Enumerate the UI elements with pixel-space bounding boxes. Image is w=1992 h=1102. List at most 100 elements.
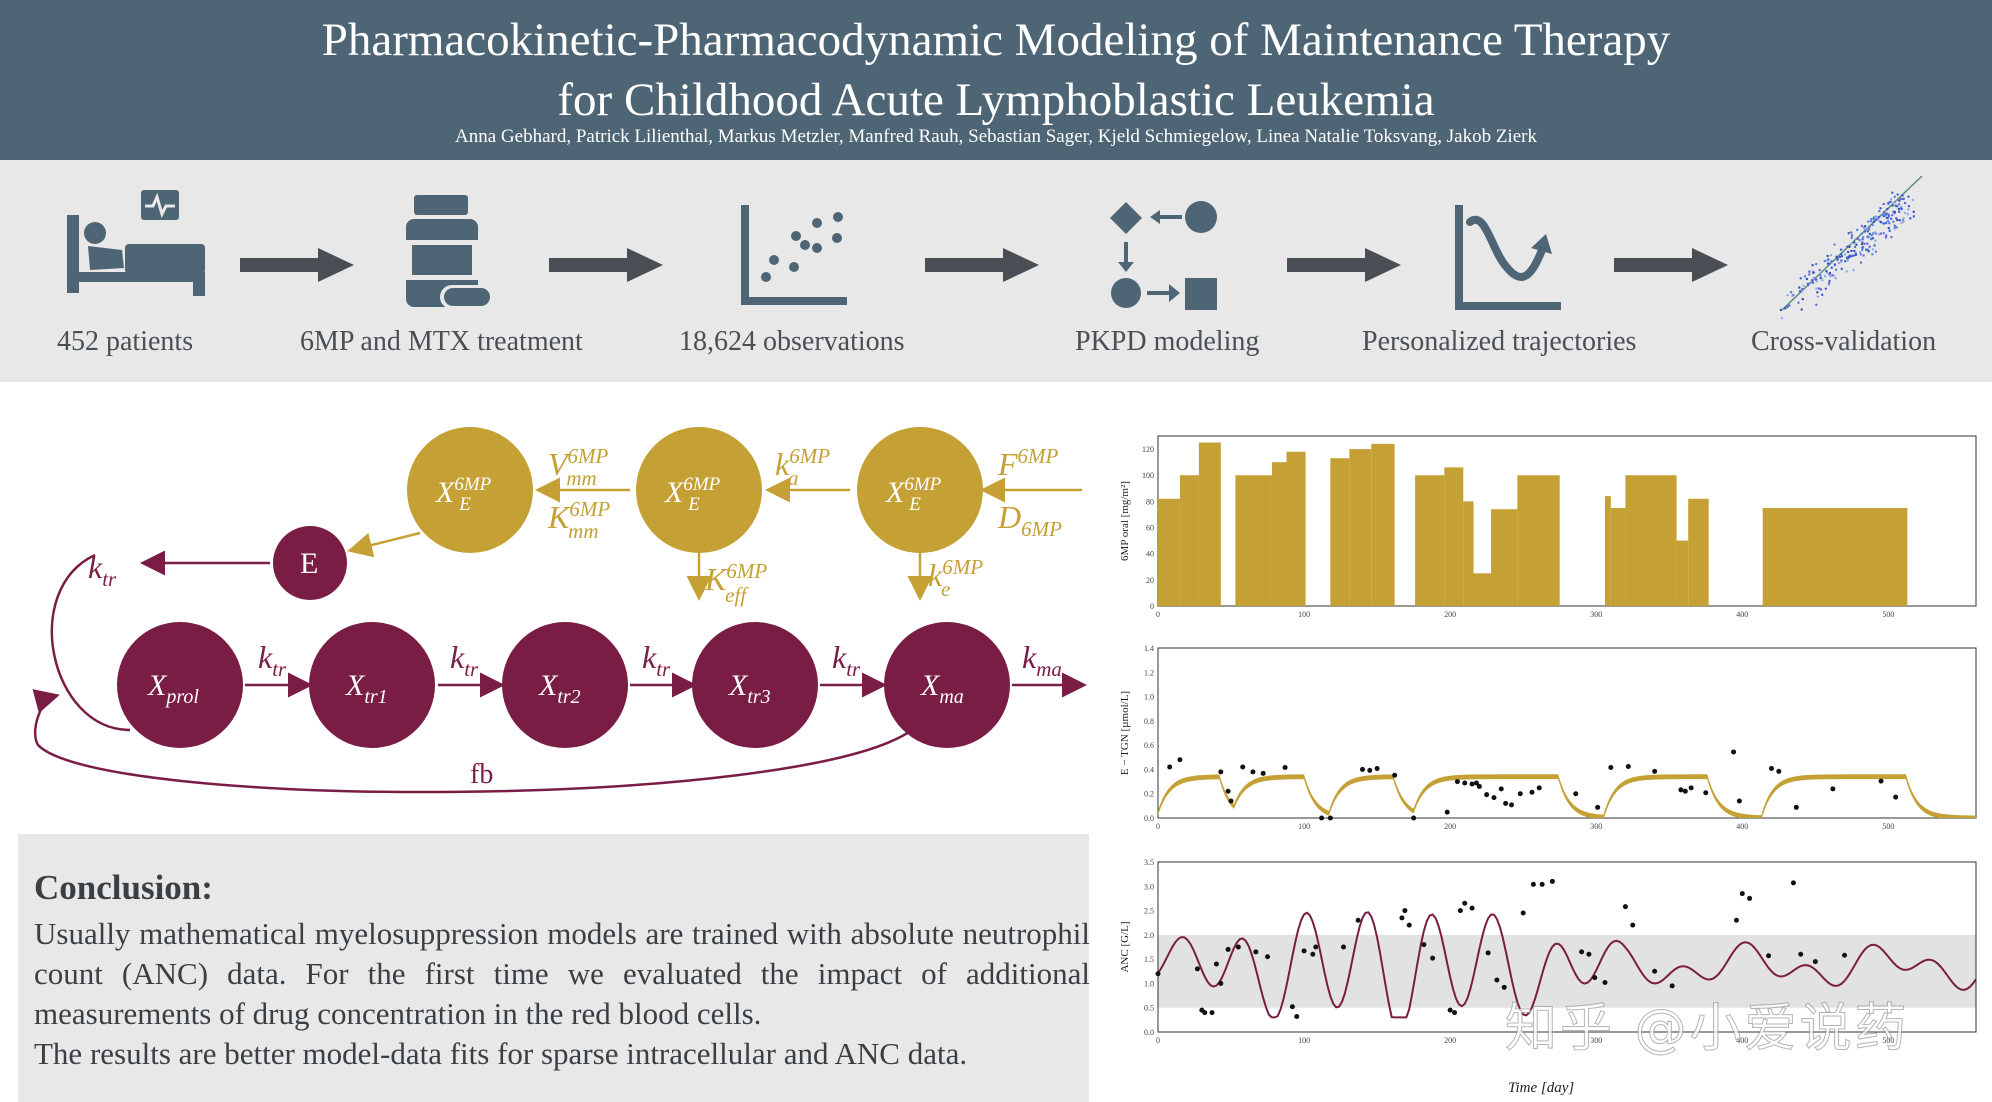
y-tick-label: 0.6 [1144,741,1154,750]
observation-point [1310,951,1316,957]
watermark: 知乎 @小爱说药 [1505,999,1910,1060]
cv-point [1788,304,1791,307]
cv-point [1885,212,1889,215]
cv-point [1828,279,1831,283]
cv-point [1907,208,1910,211]
x-tick-label: 0 [1156,822,1160,831]
observation-point [1476,783,1482,789]
observation-point [1798,951,1804,957]
cross-validation-scatter-icon [1779,175,1923,320]
cv-point [1859,261,1863,264]
cv-point [1846,245,1849,248]
cv-point [1898,199,1901,202]
node-prol-label: Xprol [147,669,199,708]
observation-point [1402,908,1408,914]
cv-point [1828,272,1831,276]
cv-point [1888,229,1891,232]
cv-point [1877,219,1880,222]
cv-point [1858,238,1861,242]
observation-point [1444,809,1450,815]
observation-point [1360,766,1365,772]
cv-point [1839,253,1843,256]
cv-point [1840,254,1844,258]
observation-point [1225,788,1231,794]
cv-point [1825,269,1828,273]
cv-point [1889,200,1892,204]
observation-point [1194,966,1200,972]
cv-point [1833,263,1836,266]
cv-point [1852,241,1856,244]
cv-point [1817,287,1821,290]
cv-point [1860,232,1863,236]
cv-point [1829,253,1833,257]
dose-bar [1286,451,1306,606]
observation-point [1608,764,1614,770]
conclusion-box: Conclusion: Usually mathematical myelosu… [18,834,1090,1102]
cv-point [1903,211,1907,215]
observation-point [1669,983,1675,989]
x-tick-label: 300 [1590,1036,1602,1045]
cv-point [1874,239,1877,242]
cv-point [1907,195,1910,198]
pk-node-3 [857,427,983,553]
dose-bar [1762,507,1908,606]
observation-point [1498,786,1504,792]
observation-point [1731,749,1737,755]
cv-point [1855,243,1858,246]
dose-bar [1415,475,1445,606]
medicine-bottle-icon [406,195,494,309]
cv-point [1878,215,1881,219]
observation-point [1573,791,1579,797]
dose-bar [1235,475,1272,606]
cv-point [1819,276,1823,280]
observation-point [1878,778,1884,784]
observation-point [1549,878,1555,884]
step-label-treatment: 6MP and MTX treatment [300,326,583,357]
observation-point [1462,780,1468,786]
cv-point [1786,293,1789,297]
observation-point [1260,770,1266,776]
cv-point [1893,210,1897,214]
cv-point [1893,224,1896,227]
cv-point [1900,221,1903,225]
observation-point [1682,788,1688,794]
cv-point [1808,273,1811,276]
observation-point [1678,787,1684,793]
cv-point [1911,198,1915,202]
cv-point [1810,278,1814,282]
cv-point [1868,232,1872,236]
cv-point [1895,205,1899,208]
dose-bar [1517,475,1560,606]
dose-bar [1491,509,1518,606]
cv-point [1906,213,1909,216]
pk-compartments [407,427,983,553]
cv-point [1896,193,1899,196]
cv-point [1895,226,1898,229]
node-ma [884,622,1010,748]
chart-xlabel: Time [day] [1508,1080,1574,1096]
cv-point [1789,290,1793,294]
cv-point [1902,220,1905,223]
cv-point [1812,277,1815,280]
anc-model-curve [1157,911,1977,1019]
y-tick-label: 60 [1146,524,1154,533]
cv-point [1898,203,1901,206]
cv-point [1823,275,1827,278]
cv-point [1891,191,1894,194]
step-label-pkpd: PKPD modeling [1075,326,1260,357]
cv-point [1874,215,1878,218]
observation-point [1592,975,1598,981]
observation-point [1452,1010,1458,1016]
cv-point [1830,260,1833,263]
cv-point [1800,308,1803,311]
observation-point [1501,984,1507,990]
cv-point [1816,295,1820,298]
step-label-cross-validation: Cross-validation [1751,326,1937,357]
dose-bar [1610,507,1626,606]
cv-point [1839,248,1843,251]
